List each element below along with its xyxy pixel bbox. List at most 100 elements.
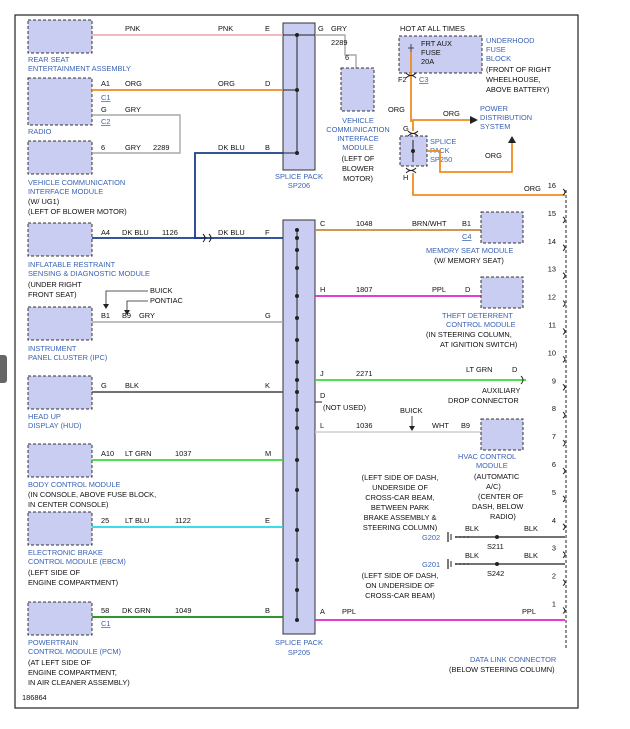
hvac-loc-4: DASH, BELOW <box>472 502 523 511</box>
memory-seat-module-box <box>480 211 524 244</box>
fuse-c3: C3 <box>419 75 428 84</box>
ebcm-loc-1: (LEFT SIDE OF <box>28 568 81 577</box>
g202-loc-5: BRAKE ASSEMBLY & <box>364 513 437 522</box>
bcm-splice-pin: M <box>265 449 271 458</box>
vcim-top-loc-2: BLOWER <box>342 164 374 173</box>
hvac-label-1: HVAC CONTROL <box>458 452 516 461</box>
dlc-pin-number: 7 <box>552 432 556 441</box>
dlc-pin-number: 2 <box>552 572 556 581</box>
fuse-hot-label: HOT AT ALL TIMES <box>400 24 465 33</box>
hvac-buick-note: BUICK <box>400 406 423 415</box>
pcm-pin: 58 <box>101 606 109 615</box>
dlc-pin-cup <box>562 188 566 196</box>
splice-pack-sp206 <box>282 22 316 171</box>
vcim-left-box <box>27 140 93 175</box>
sdm-loc-2: FRONT SEAT) <box>28 290 77 299</box>
dlc16-org-wire <box>412 173 565 196</box>
underhood-fuse-block-box <box>398 35 483 74</box>
ebcm-color: LT BLU <box>125 516 149 525</box>
dlc-pin-number: 13 <box>548 265 556 274</box>
hud-pin: G <box>101 381 107 390</box>
ebcm-splice-pin: E <box>265 516 270 525</box>
radio-c1-connector: C1 <box>101 93 110 102</box>
sp250-top-org: ORG <box>388 105 405 114</box>
pcm-box <box>27 601 93 636</box>
hud-box <box>27 375 93 410</box>
sp250-label-3: SP250 <box>430 155 452 164</box>
radio-splice-pin: D <box>265 79 270 88</box>
hvac-loc-1: (AUTOMATIC <box>474 472 520 481</box>
ebcm-box <box>27 511 93 546</box>
sdm-label-1: INFLATABLE RESTRAINT <box>28 260 116 269</box>
pcm-circuit: 1049 <box>175 606 191 615</box>
dlc-ppl-color-2: PPL <box>522 607 536 616</box>
vcim-top-gry-wire <box>315 34 357 68</box>
ipc-pin-2: B9 <box>122 311 131 320</box>
mem-c4-connector: C4 <box>462 232 471 241</box>
fuse-f2: F2 <box>398 75 407 84</box>
hud-label-2: DISPLAY (HUD) <box>28 421 82 430</box>
dlc-pin-cup <box>562 467 566 475</box>
theft-splice-pin: H <box>320 285 325 294</box>
hud-color: BLK <box>125 381 139 390</box>
radio-gry-wire <box>92 114 181 154</box>
fuse-block-label-2: FUSE <box>486 45 506 54</box>
g201-loc-2: ON UNDERSIDE OF <box>366 581 435 590</box>
notused-text: (NOT USED) <box>323 403 366 412</box>
dlc-pin-cup <box>562 328 566 335</box>
bcm-color: LT GRN <box>125 449 151 458</box>
vcim-top-wire-circuit: 2289 <box>331 38 347 47</box>
dlc-pin-number: 8 <box>552 404 556 413</box>
dlc-pin-number: 5 <box>552 488 556 497</box>
g202-loc-1: (LEFT SIDE OF DASH, <box>362 473 439 482</box>
sp205-label-1: SPLICE PACK <box>275 638 323 647</box>
notused-splice-pin: D <box>320 391 325 400</box>
dlc-loc: (BELOW STEERING COLUMN) <box>449 665 555 674</box>
hvac-loc-5: RADIO) <box>490 512 516 521</box>
vcim-left-label-2: INTERFACE MODULE <box>28 187 103 196</box>
dlc-pin-cup <box>562 495 566 503</box>
dlc-pin-cup <box>562 216 566 224</box>
ipc-pin: B1 <box>101 311 110 320</box>
diagram-frame <box>14 14 579 709</box>
theft-label-1: THEFT DETERRENT <box>442 311 513 320</box>
radio-a1-color: ORG <box>125 79 142 88</box>
vcim-top-wire-color: GRY <box>331 24 347 33</box>
bcm-pin: A10 <box>101 449 114 458</box>
theft-loc-1: (IN STEERING COLUMN, <box>426 330 512 339</box>
mem-splice-pin: C <box>320 219 326 228</box>
bcm-circuit: 1037 <box>175 449 191 458</box>
mem-color: BRN/WHT <box>412 219 447 228</box>
hvac-pin: B9 <box>461 421 470 430</box>
dlc-pin-cup <box>562 411 566 419</box>
dlc-pin-number: 6 <box>552 460 556 469</box>
dlc-pin-number: 1 <box>552 600 556 609</box>
ebcm-loc-2: ENGINE COMPARTMENT) <box>28 578 118 587</box>
vcim-left-loc-1: (W/ UG1) <box>28 197 59 206</box>
g201-blk-1: BLK <box>465 551 479 560</box>
radio-g-pin: G <box>101 105 107 114</box>
dlc-pin-cup <box>562 523 566 531</box>
dlc-ppl-color: PPL <box>342 607 356 616</box>
dlc-pin-cup <box>562 244 566 252</box>
dlc16-org-color: ORG <box>524 184 541 193</box>
hvac-color: WHT <box>432 421 449 430</box>
page-side-tab[interactable] <box>0 355 7 383</box>
vcim-top-label-2: COMMUNICATION <box>326 125 390 134</box>
pcm-loc-3: IN AIR CLEANER ASSEMBLY) <box>28 678 130 687</box>
sp250-g-pin: G <box>403 124 409 133</box>
bcm-label: BODY CONTROL MODULE <box>28 480 120 489</box>
vcim-left-color: GRY <box>125 143 141 152</box>
g202-loc-4: BETWEEN PARK <box>371 503 429 512</box>
g202-blk-1: BLK <box>465 524 479 533</box>
sdm-color: DK BLU <box>122 228 149 237</box>
bcm-loc-2: IN CENTER CONSOLE) <box>28 500 109 509</box>
dlc-pin-number: 14 <box>548 237 556 246</box>
radio-g-color: GRY <box>125 105 141 114</box>
dkblu-link-wire <box>194 152 283 239</box>
rse-wire-color-2: PNK <box>218 24 233 33</box>
dlc-pin-cup <box>562 579 566 586</box>
pcm-loc-1: (AT LEFT SIDE OF <box>28 658 91 667</box>
dlc-pin-cup <box>562 272 566 280</box>
